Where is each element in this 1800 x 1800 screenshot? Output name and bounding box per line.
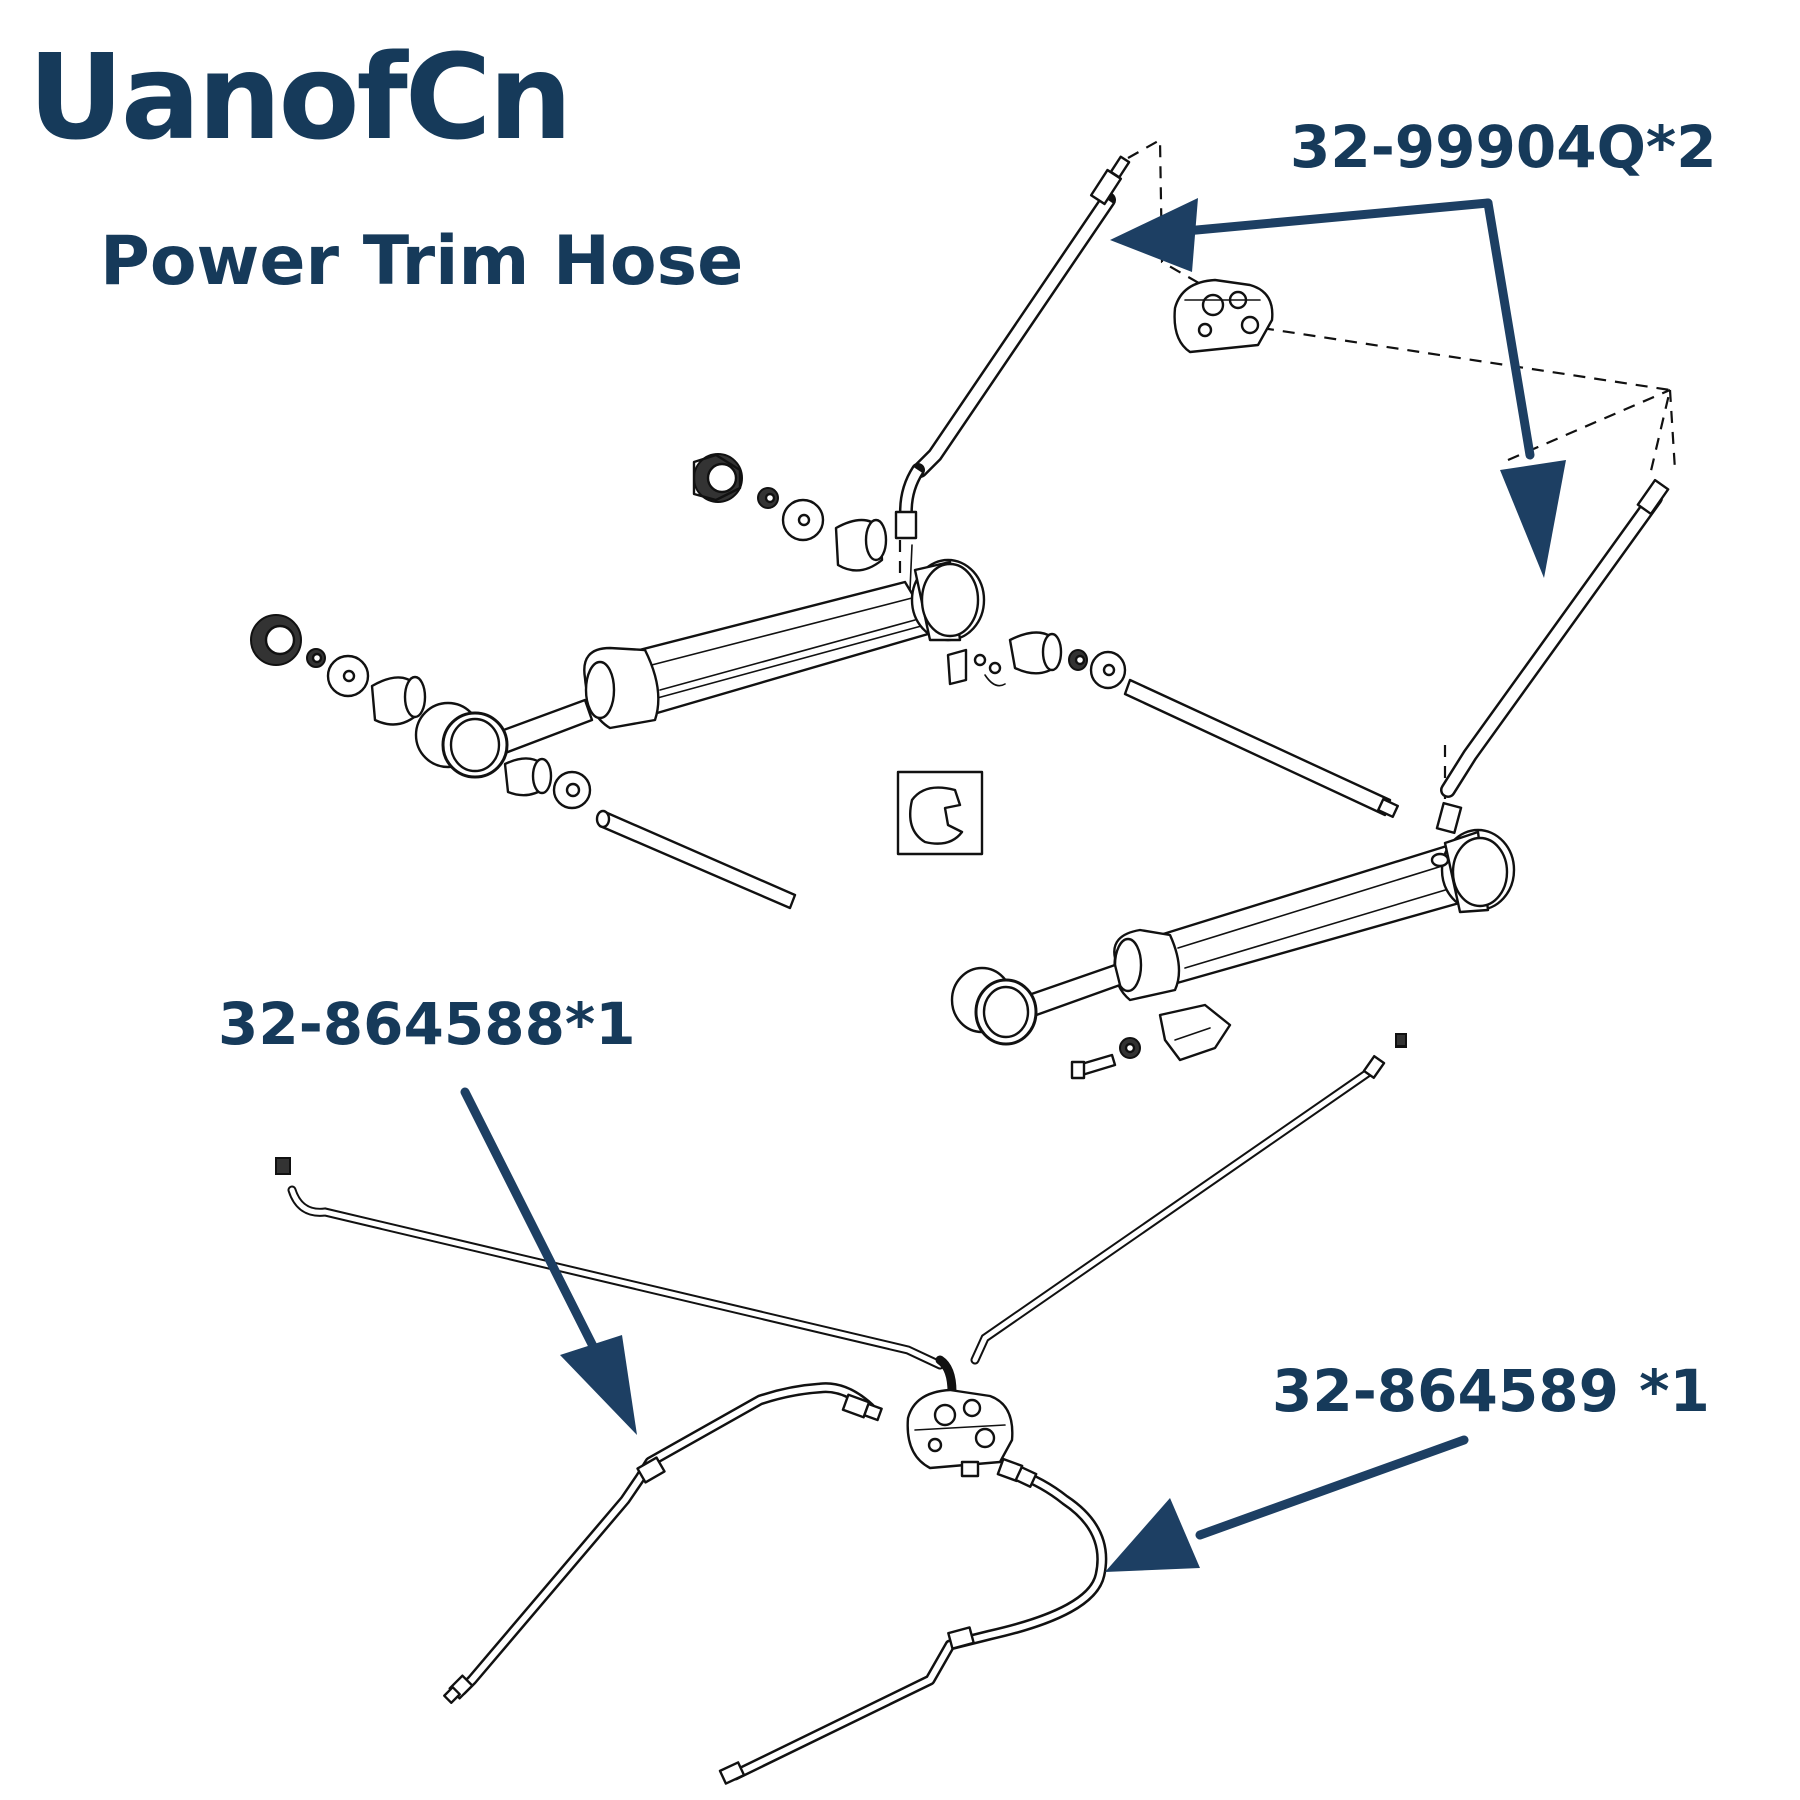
upper-hose-right <box>1435 478 1670 835</box>
right-rod-hardware <box>1008 631 1399 819</box>
arrow-hose-right <box>1105 1435 1469 1572</box>
part-number-label-hose-right: 32-864589 *1 <box>1272 1357 1710 1425</box>
part-number-label-hose-left: 32-864588*1 <box>218 990 636 1058</box>
arrow-hose-pair-left <box>1110 198 1493 272</box>
left-cylinder-hardware <box>250 453 1006 910</box>
manifold-block-bottom <box>906 1388 1014 1478</box>
hose-32-864589 <box>718 1457 1108 1785</box>
manifold-block-top <box>1173 278 1274 354</box>
arrow-hose-pair-right <box>1483 198 1566 578</box>
part-number-label-hose-pair: 32-99904Q*2 <box>1290 113 1717 181</box>
product-title: Power Trim Hose <box>100 222 744 301</box>
clip-detail-inset <box>896 770 984 856</box>
callout-arrows <box>460 198 1566 1572</box>
brand-logo-text: UanofCn <box>28 28 572 166</box>
arrow-hose-left <box>460 1087 637 1435</box>
left-trim-cylinder <box>488 544 986 757</box>
lower-long-tubes <box>275 1033 1407 1397</box>
right-trim-cylinder <box>950 828 1516 1080</box>
hose-32-864588 <box>443 1382 883 1704</box>
upper-hose-left <box>894 155 1131 540</box>
